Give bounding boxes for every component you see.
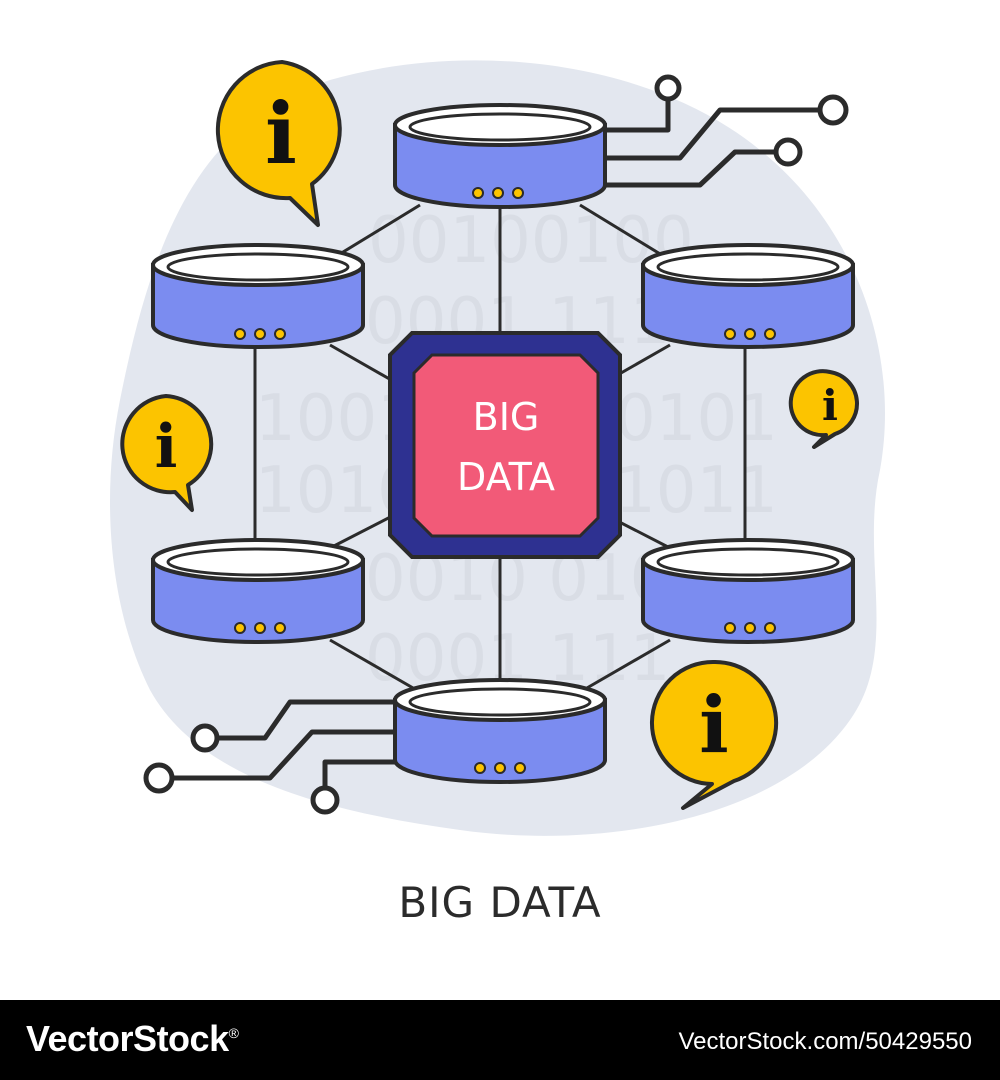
info-bubble-icon-right: i: [788, 369, 859, 449]
info-glyph-2: i: [155, 412, 178, 482]
registered-mark: ®: [228, 1025, 239, 1041]
chip-label-line1: BIG: [473, 395, 540, 439]
circuit-icon-bottom-left: [143, 699, 398, 815]
chip-icon: BIG DATA: [388, 331, 622, 559]
binary-row-4-right: 1011: [615, 454, 778, 528]
caption-title: BIG DATA: [398, 878, 602, 927]
binary-row-3-right: 0101: [615, 382, 778, 456]
database-icon-upper-left: [151, 243, 365, 349]
chip-label-line2: DATA: [457, 455, 555, 499]
database-icon-bottom: [393, 678, 607, 784]
circuit-icon-top-right: [602, 74, 849, 188]
brand-logo: VectorStock®: [26, 1018, 239, 1060]
big-data-illustration: 00100100 0001 1110 1001 0101 1010 1011 0…: [110, 60, 885, 836]
brand-name: VectorStock: [26, 1018, 229, 1059]
info-glyph-3: i: [822, 381, 838, 430]
info-glyph-4: i: [699, 680, 729, 771]
info-bubble-icon-bottom-right: i: [650, 659, 779, 810]
database-icon-lower-left: [151, 538, 365, 644]
database-icon-top: [393, 103, 607, 209]
info-glyph-1: i: [265, 84, 297, 183]
image-reference: VectorStock.com/50429550: [678, 1028, 972, 1055]
info-bubble-icon-middle-left: i: [120, 394, 214, 512]
database-icon-upper-right: [641, 243, 855, 349]
database-icon-lower-right: [641, 538, 855, 644]
watermark-footer: VectorStock® VectorStock.com/50429550: [0, 1000, 1000, 1080]
info-bubble-icon-top-left: i: [215, 60, 342, 227]
